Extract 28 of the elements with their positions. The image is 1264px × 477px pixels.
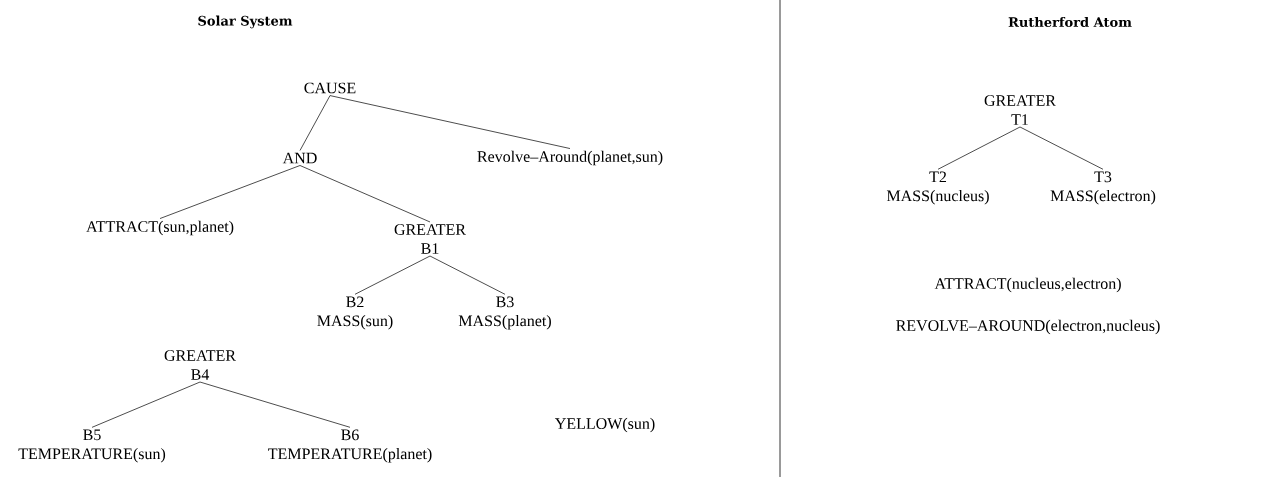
tree-line: [299, 95, 331, 151]
term-label: Revolve–Around(planet,sun): [477, 150, 663, 166]
term-label: B5 TEMPERATURE(sun): [18, 429, 166, 463]
term-label: B2 MASS(sun): [317, 296, 393, 330]
panel-title: Rutherford Atom: [1008, 16, 1132, 28]
term-label: CAUSE: [304, 82, 356, 94]
tree-line: [199, 381, 351, 428]
tree-line: [159, 165, 301, 219]
panel-title: Solar System: [198, 15, 293, 29]
term-label: ATTRACT(nucleus,electron): [934, 277, 1121, 293]
tree-line: [91, 381, 201, 428]
tree-line: [1019, 126, 1104, 170]
term-label: B6 TEMPERATURE(planet): [268, 429, 432, 463]
term-label: YELLOW(sun): [554, 417, 655, 433]
term-label: GREATER B4: [164, 350, 236, 380]
tree-line: [354, 255, 431, 295]
tree-line: [299, 165, 431, 223]
term-label: ATTRACT(sun,planet): [86, 220, 234, 236]
term-label: AND: [282, 152, 317, 164]
tree-line: [937, 126, 1021, 170]
term-label: T2 MASS(nucleus): [886, 171, 989, 205]
term-label: B3 MASS(planet): [458, 296, 551, 330]
tree-line: [329, 95, 571, 149]
term-label: GREATER T1: [984, 95, 1056, 125]
tree-line: [429, 255, 506, 295]
term-label: GREATER B1: [394, 224, 466, 254]
term-label: T3 MASS(electron): [1050, 171, 1156, 205]
term-label: REVOLVE–AROUND(electron,nucleus): [896, 319, 1160, 335]
